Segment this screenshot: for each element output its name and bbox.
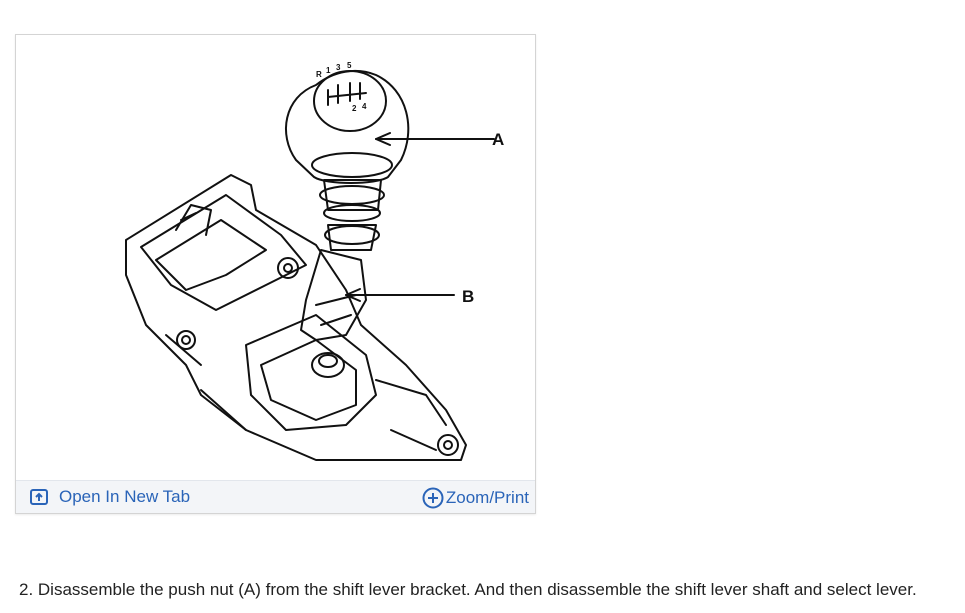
select-lever (300, 249, 367, 341)
open-in-new-tab-button[interactable]: Open In New Tab (30, 487, 190, 507)
zoom-plus-icon (422, 487, 444, 509)
gear-label-2: 2 (352, 104, 357, 113)
gear-label-1: 1 (326, 66, 331, 75)
open-in-new-tab-label: Open In New Tab (59, 487, 191, 506)
bracket-housing (125, 174, 467, 461)
gear-label-4: 4 (362, 102, 367, 111)
figure-toolbar: Open In New Tab Zoom/Print (16, 480, 535, 513)
gear-label-5: 5 (347, 61, 352, 70)
shift-knob (284, 69, 410, 184)
zoom-print-label: Zoom/Print (445, 488, 529, 507)
gear-label-r: R (316, 70, 322, 79)
instruction-step-2: 2. Disassemble the push nut (A) from the… (19, 580, 917, 599)
callout-b: B (462, 287, 474, 306)
figure-card: R 1 3 5 2 4 A B Open In New Tab (15, 34, 536, 514)
shift-pattern-labels: R 1 3 5 2 4 (316, 61, 367, 113)
shift-lever-diagram: R 1 3 5 2 4 A B (125, 61, 504, 461)
callout-a: A (492, 130, 504, 149)
open-in-new-tab-icon (30, 489, 48, 505)
gear-label-3: 3 (336, 63, 341, 72)
zoom-print-button[interactable]: Zoom/Print (422, 487, 529, 509)
